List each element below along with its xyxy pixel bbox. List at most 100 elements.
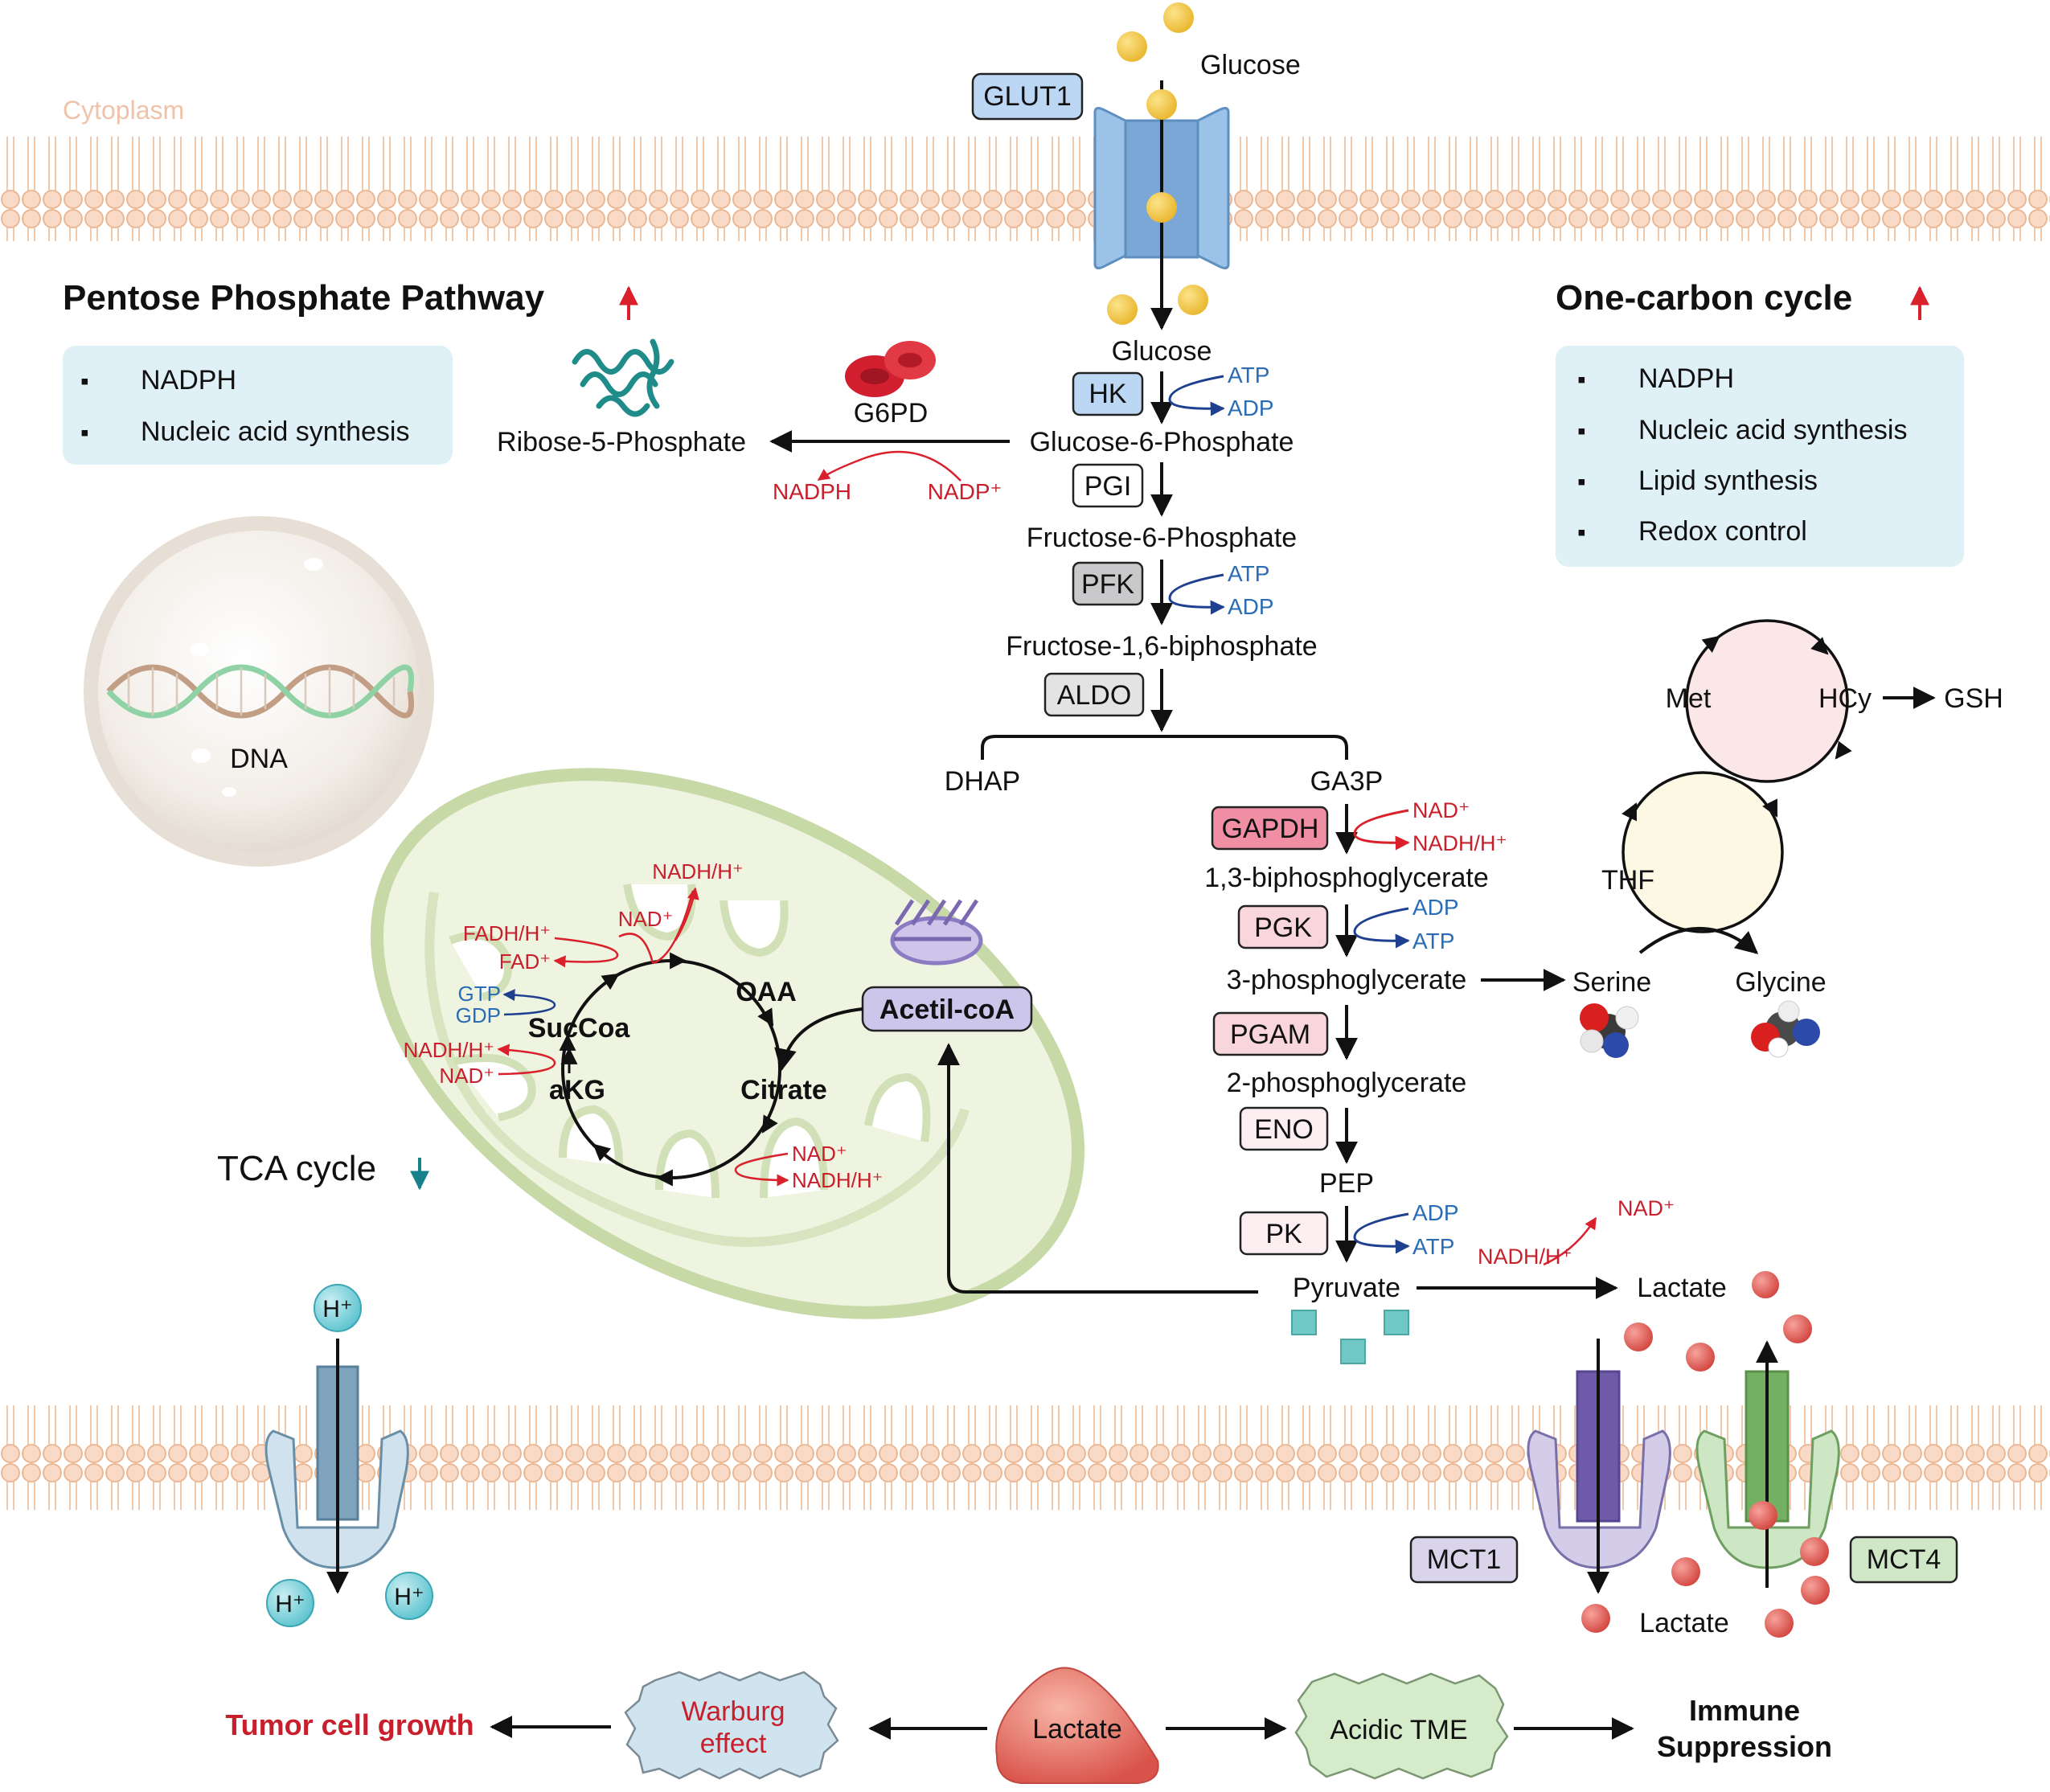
lactate-molecule [1581, 1604, 1610, 1633]
lactate-molecule [1783, 1314, 1812, 1343]
lactate-molecule [1671, 1557, 1700, 1586]
one-carbon-title: One-carbon cycle [1556, 278, 1852, 318]
one-carbon-item: NADPH [1638, 363, 1734, 394]
acetylcoa-entry-arrow [774, 1007, 863, 1072]
fructose-6-phosphate: Fructose-6-Phosphate [1027, 523, 1297, 553]
nucleus [84, 516, 434, 867]
tca-nadh-3: NADH/H⁺ [792, 1168, 883, 1192]
glucose-molecule [1146, 192, 1177, 223]
lactate-cytoplasm-label: Lactate [1637, 1273, 1727, 1303]
hk-atp: ATP [1228, 363, 1269, 388]
glucose-molecule [1146, 89, 1177, 120]
pfk-adp: ADP [1228, 594, 1274, 619]
serine-to-glycine-arrow [1638, 927, 1759, 954]
pgk-enzyme-box [1237, 904, 1329, 949]
gapdh-nad-arrow [1353, 809, 1410, 851]
pep-label: PEP [1319, 1168, 1374, 1199]
pfk-label: PFK [1081, 569, 1134, 600]
pgk-atp: ATP [1412, 929, 1454, 953]
lactate-molecule [1624, 1322, 1653, 1351]
lactate-blob [995, 1667, 1159, 1784]
one-carbon-item: Nucleic acid synthesis [1638, 415, 1907, 445]
ppp-item-nadph: NADPH [141, 365, 236, 396]
tumor-growth-label: Tumor cell growth [225, 1708, 474, 1741]
tca-fad: FAD⁺ [499, 949, 551, 974]
glut1-box [971, 72, 1084, 121]
ppp-box [63, 346, 453, 465]
ldh-nadh: NADH/H⁺ [1478, 1245, 1572, 1269]
proton-label: H⁺ [322, 1296, 353, 1322]
top-membrane [0, 137, 2050, 241]
lactate-molecule [1800, 1537, 1829, 1566]
glucose-molecule [1178, 285, 1208, 315]
proton-label: H⁺ [394, 1584, 424, 1610]
pyruvate-molecule [1291, 1310, 1317, 1335]
citrate-label: Citrate [740, 1075, 827, 1105]
warburg-effect-badge [624, 1671, 839, 1780]
mct4-label: MCT4 [1867, 1544, 1941, 1575]
1-3-biphosphoglycerate: 1,3-biphosphoglycerate [1204, 863, 1488, 893]
hcy-label: HCy [1818, 683, 1872, 714]
tca-nad-3: NAD⁺ [792, 1142, 847, 1166]
aldo-label: ALDO [1057, 680, 1132, 711]
proton-ion [314, 1284, 362, 1332]
mct4-box [1849, 1536, 1958, 1584]
pgam-enzyme-box [1212, 1011, 1329, 1056]
lactate-center-label: Lactate [1032, 1714, 1122, 1745]
glucose-molecule [1117, 31, 1147, 62]
immune-line-2: Suppression [1657, 1730, 1832, 1763]
immune-line-1: Immune [1689, 1694, 1800, 1727]
cytoplasm-label: Cytoplasm [63, 96, 184, 125]
aldo-split-bracket [981, 735, 1348, 760]
pfk-atp: ATP [1228, 561, 1269, 586]
nadp-reduction-arrow [817, 450, 961, 482]
3-phosphoglycerate: 3-phosphoglycerate [1227, 965, 1467, 995]
pk-enzyme-box [1239, 1211, 1329, 1256]
tca-nadh-1: NADH/H⁺ [652, 859, 743, 884]
glucose-outside-label: Glucose [1200, 50, 1301, 80]
mct1-label: MCT1 [1427, 1544, 1502, 1575]
glucose-6-phosphate: Glucose-6-Phosphate [1030, 427, 1294, 457]
pgam-label: PGAM [1230, 1019, 1310, 1050]
tca-nadh-2: NADH/H⁺ [404, 1038, 494, 1062]
tca-nad-arrow-3 [734, 1152, 789, 1187]
ppp-nadp: NADP⁺ [928, 479, 1002, 504]
dna-helix-icon [106, 664, 414, 719]
svg-text:▪: ▪ [1577, 367, 1586, 393]
tca-gtp-arrow [502, 989, 556, 1016]
glycine-label: Glycine [1735, 967, 1826, 998]
lactate-molecule [1686, 1343, 1715, 1372]
proton-ion [266, 1579, 314, 1627]
ga3p-label: GA3P [1310, 766, 1384, 797]
lactate-molecule [1749, 1501, 1777, 1530]
svg-text:▪: ▪ [1577, 519, 1586, 546]
lactate-molecule [1801, 1576, 1830, 1605]
tca-nad-1: NAD⁺ [618, 907, 674, 931]
one-carbon-item: Redox control [1638, 516, 1807, 547]
pfk-atp-arrow [1168, 573, 1225, 615]
gapdh-nadh: NADH/H⁺ [1412, 831, 1507, 855]
pgi-label: PGI [1084, 471, 1132, 502]
pyruvate-to-acetylcoa-arrow [937, 1043, 1258, 1294]
lactate-molecule [1752, 1271, 1779, 1298]
succoa-label: SucCoa [528, 1013, 631, 1044]
ppp-title: Pentose Phosphate Pathway [63, 278, 545, 318]
eno-label: ENO [1254, 1114, 1314, 1145]
tca-fadh: FADH/H⁺ [463, 921, 551, 945]
hk-adp: ADP [1228, 396, 1274, 420]
aldo-enzyme-box [1043, 672, 1145, 717]
fructose-1-6-biphosphate: Fructose-1,6-biphosphate [1006, 631, 1317, 662]
hk-enzyme-box [1072, 371, 1144, 416]
glut1-label: GLUT1 [983, 81, 1072, 112]
pgk-adp-arrow [1353, 907, 1410, 949]
met-label: Met [1666, 683, 1712, 714]
gapdh-enzyme-box [1211, 806, 1329, 851]
ldh-nad-arrow [1543, 1216, 1597, 1266]
glucose-molecule [1107, 294, 1138, 325]
tca-nad-2: NAD⁺ [439, 1064, 494, 1088]
pgi-enzyme-box [1072, 463, 1144, 508]
pk-adp-arrow [1353, 1212, 1410, 1254]
serine-label: Serine [1572, 967, 1651, 998]
tca-gtp: GTP [458, 982, 501, 1006]
mct1-box [1409, 1536, 1519, 1584]
